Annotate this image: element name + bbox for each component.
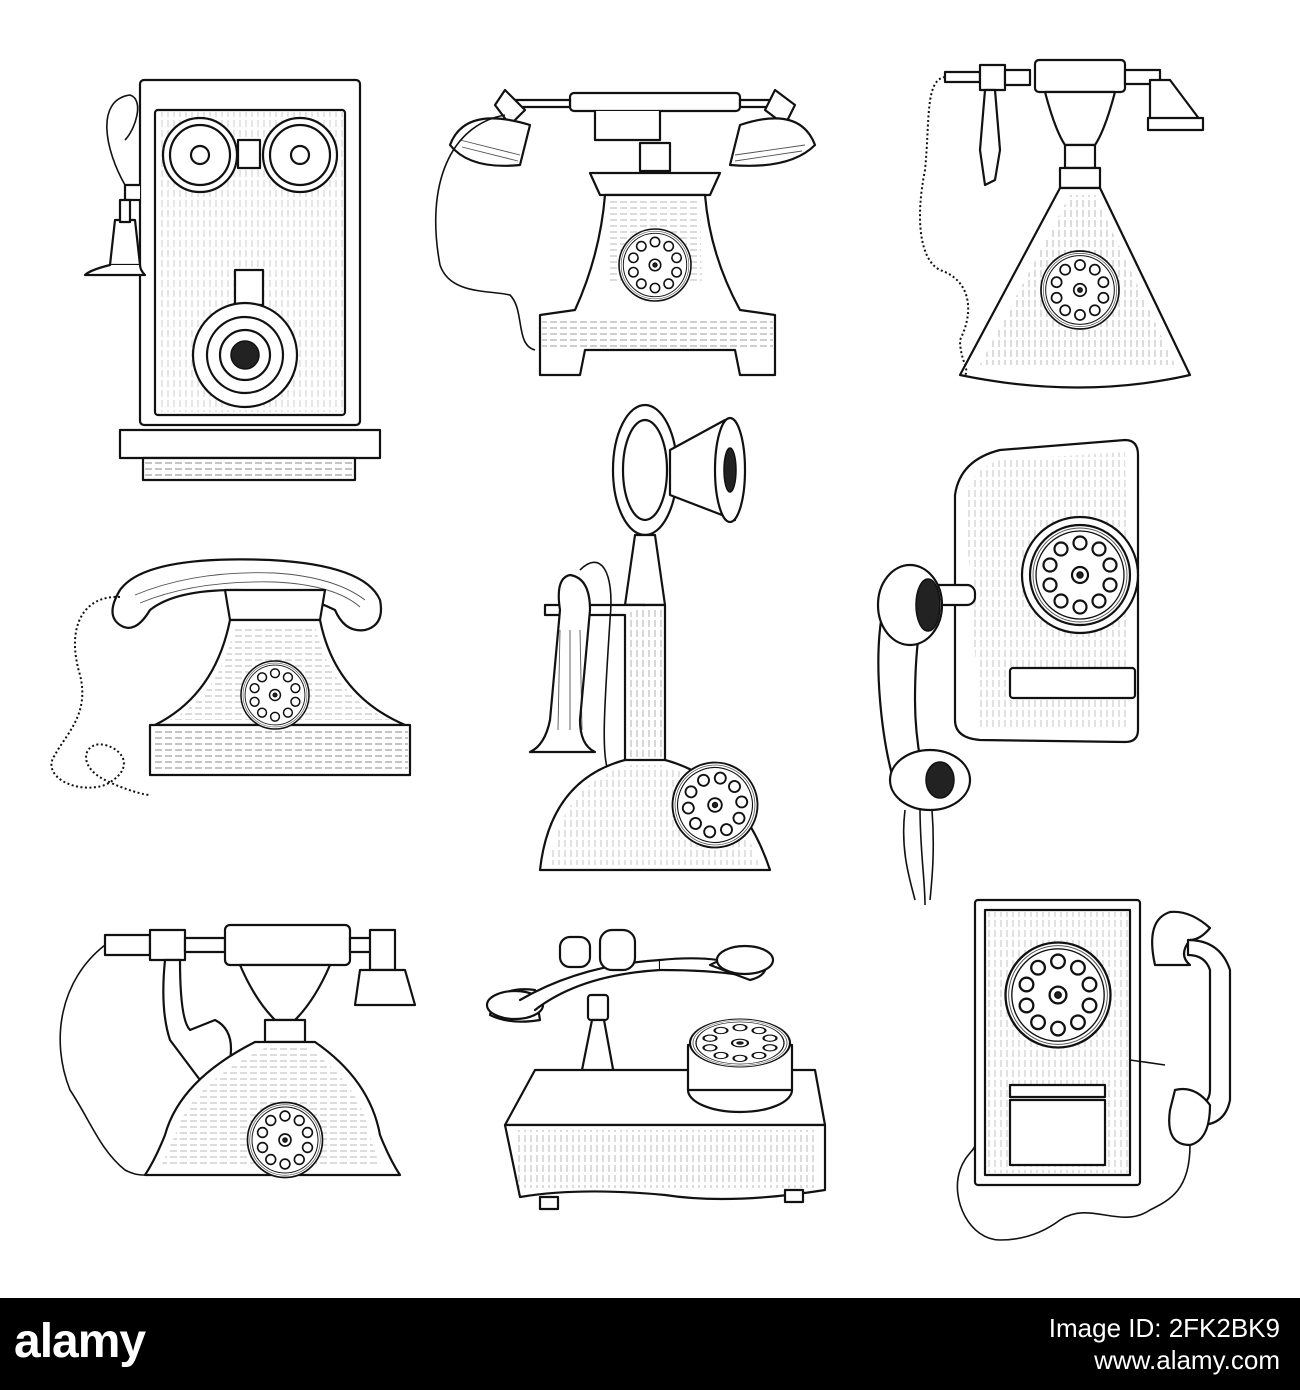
image-reference: Image ID: 2FK2BK9 www.alamy.com [1049, 1312, 1280, 1376]
pyramid-phone-icon [900, 60, 1200, 405]
stock-footer-bar: alamy Image ID: 2FK2BK9 www.alamy.com [0, 1298, 1300, 1390]
bell-cradle-phone-icon [430, 85, 815, 385]
alamy-logo: alamy [14, 1315, 146, 1368]
rotary-desk-phone-icon [35, 555, 420, 810]
wall-crank-phone-icon [75, 70, 385, 485]
telephone-illustration-sheet [0, 0, 1300, 1298]
payphone-icon [920, 900, 1250, 1260]
cradle-rotary-phone-icon [40, 920, 435, 1179]
image-id-text: Image ID: 2FK2BK9 [1048, 1313, 1280, 1343]
candlestick-phone-icon [520, 400, 773, 870]
site-url-text: www.alamy.com [1094, 1345, 1280, 1375]
box-base-phone-icon [480, 925, 840, 1225]
wall-rotary-phone-icon [870, 440, 1170, 920]
